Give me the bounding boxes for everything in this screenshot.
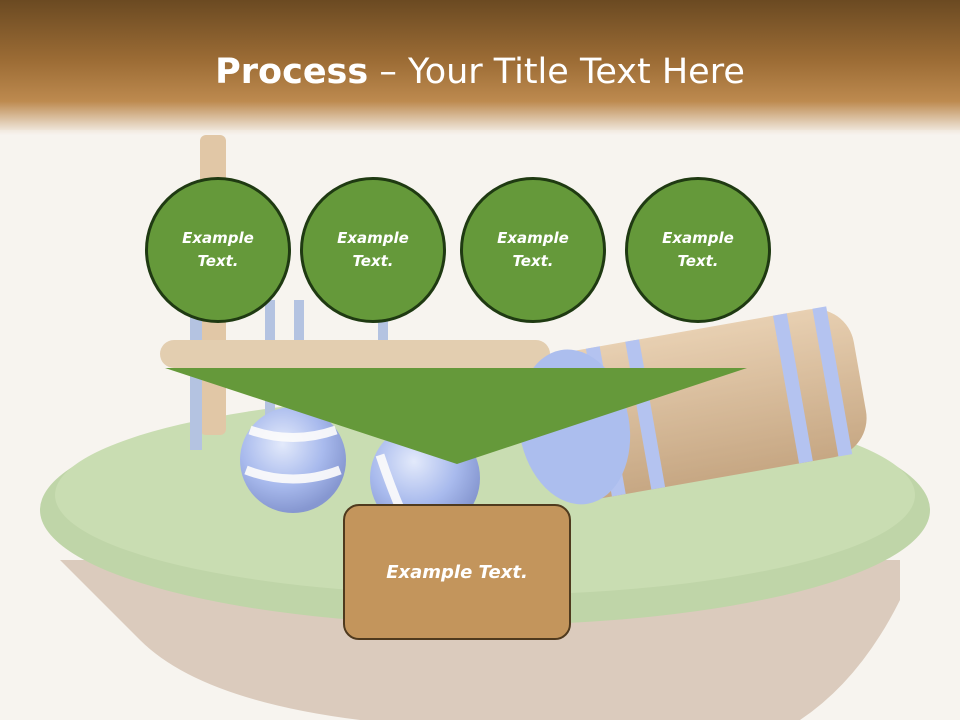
process-circle-3[interactable]: Example Text. <box>460 177 606 323</box>
process-circle-4[interactable]: Example Text. <box>625 177 771 323</box>
process-circle-2[interactable]: Example Text. <box>300 177 446 323</box>
circle-label-4: Example Text. <box>662 229 734 270</box>
title-bold: Process <box>215 52 369 92</box>
circle-label-2: Example Text. <box>337 229 409 270</box>
title-rest: – Your Title Text Here <box>368 52 745 92</box>
result-box[interactable]: Example Text. <box>343 504 571 640</box>
page-title: Process – Your Title Text Here <box>0 52 960 92</box>
process-circle-1[interactable]: Example Text. <box>145 177 291 323</box>
result-box-label: Example Text. <box>386 561 528 583</box>
circle-label-3: Example Text. <box>497 229 569 270</box>
title-banner <box>0 0 960 135</box>
circle-label-1: Example Text. <box>182 229 254 270</box>
